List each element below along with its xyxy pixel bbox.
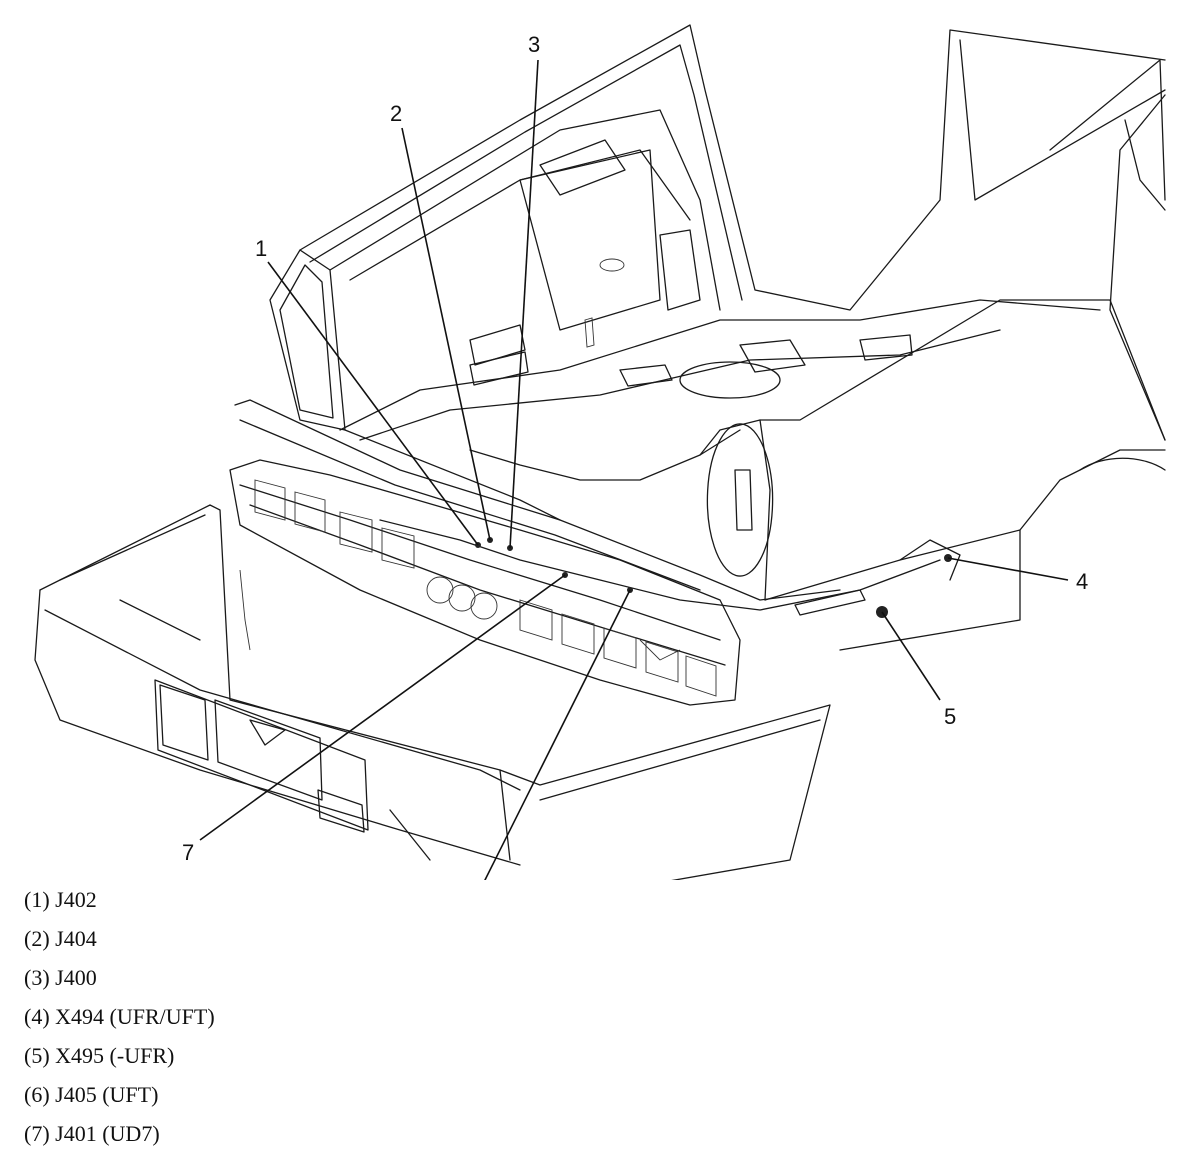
legend-item-7: (7) J401 (UD7): [24, 1121, 160, 1146]
callout-7: 7: [182, 840, 194, 865]
leader-3: [509, 59, 539, 549]
leader-7: [199, 574, 566, 841]
legend-item-3: (3) J400: [24, 965, 97, 990]
leader-2: [401, 127, 491, 541]
leader-6: [484, 589, 631, 880]
callout-2: 2: [390, 101, 402, 126]
callout-numbers: 1 2 3 4 5 6 7: [182, 32, 1088, 865]
legend-item-5: (5) X495 (-UFR): [24, 1043, 175, 1068]
leader-1: [267, 261, 479, 546]
legend-item-1: (1) J402: [24, 887, 97, 912]
legend-item-4: (4) X494 (UFR/UFT): [24, 1004, 215, 1029]
callout-3: 3: [528, 32, 540, 57]
callout-1: 1: [255, 236, 267, 261]
connector-legend: (1) J402 (2) J404 (3) J400 (4) X494 (UFR…: [24, 880, 215, 1153]
vehicle-rear-body-illustration: [34, 24, 1166, 880]
callout-4: 4: [1076, 569, 1088, 594]
legend-item-6: (6) J405 (UFT): [24, 1082, 159, 1107]
connector-markers: [475, 537, 952, 618]
callout-leaders: [199, 59, 1069, 880]
legend-item-2: (2) J404: [24, 926, 97, 951]
leader-4: [947, 557, 1069, 581]
leader-5: [881, 611, 941, 701]
rear-body-connector-diagram: 1 2 3 4 5 6 7: [34, 24, 1166, 880]
callout-5: 5: [944, 704, 956, 729]
